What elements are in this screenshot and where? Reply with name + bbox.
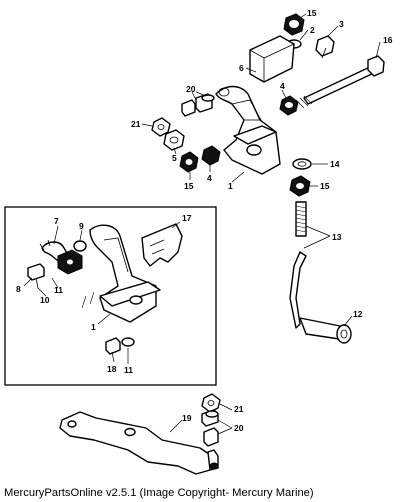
callout-5: 5 (172, 153, 177, 163)
part-15-nut-lower-left (179, 151, 199, 173)
callout-12: 12 (353, 309, 363, 319)
callout-11-inset-bottom: 11 (124, 365, 133, 375)
part-19-link-arm (59, 411, 219, 475)
callout-18: 18 (107, 364, 117, 374)
callout-15-top: 15 (307, 8, 317, 18)
callout-8: 8 (16, 284, 21, 294)
part-17-bracket (141, 223, 183, 267)
copyright-caption: MercuryPartsOnline v2.5.1 (Image Copyrig… (4, 487, 314, 499)
callout-9: 9 (79, 221, 84, 231)
callout-15-right: 15 (320, 181, 330, 191)
part-5-nut (163, 129, 185, 151)
part-11-washer-inset (121, 337, 135, 347)
part-14-washer (292, 158, 312, 170)
callout-1-inset: 1 (91, 322, 96, 332)
callout-13: 13 (332, 232, 342, 242)
callout-2: 2 (310, 25, 315, 35)
inset-box (4, 206, 217, 386)
part-21-nut-upper (151, 117, 171, 137)
part-15-nut-right (289, 175, 311, 197)
part-4-nut-lower (201, 145, 221, 166)
part-12-throttle-link-rod (289, 251, 352, 344)
part-15-top-nut (283, 13, 305, 36)
leader-lines (23, 13, 381, 435)
callout-21-bottom: 21 (234, 404, 244, 414)
callout-19: 19 (182, 413, 192, 423)
part-16-long-bolt (295, 55, 385, 109)
part-4-nut-upper (279, 95, 299, 116)
callout-10: 10 (40, 295, 50, 305)
callout-6: 6 (239, 63, 244, 73)
callout-17: 17 (182, 213, 192, 223)
callout-3: 3 (339, 19, 344, 29)
callout-21-upper: 21 (131, 119, 141, 129)
part-swivel-block (57, 249, 83, 275)
callout-7: 7 (54, 216, 59, 226)
part-9-ball-joint (73, 240, 87, 252)
part-3-bolt (315, 35, 335, 59)
part-21-nut-bottom (201, 393, 221, 413)
callout-4-upper: 4 (280, 81, 285, 91)
callout-20-bottom: 20 (234, 423, 244, 433)
part-8-screw (27, 263, 45, 289)
part-18-screw (105, 337, 121, 355)
callout-4-lower: 4 (207, 173, 212, 183)
callout-11-inset-left: 11 (54, 285, 63, 295)
callout-1-upper: 1 (228, 181, 233, 191)
part-1-throttle-lever-upper (215, 85, 281, 175)
callout-15-lower-left: 15 (184, 181, 194, 191)
part-13-threaded-rod (295, 201, 307, 237)
callout-20-upper: 20 (186, 84, 196, 94)
callout-14: 14 (330, 159, 340, 169)
part-1-throttle-lever-inset (81, 224, 161, 323)
callout-labels: 15 2 3 16 6 4 20 21 5 4 15 1 14 15 13 12… (16, 8, 393, 433)
callout-16: 16 (383, 35, 393, 45)
part-20-bushings-upper (181, 93, 215, 117)
part-6-bracket-block (249, 35, 295, 83)
part-20-bushings-bottom (201, 409, 219, 447)
